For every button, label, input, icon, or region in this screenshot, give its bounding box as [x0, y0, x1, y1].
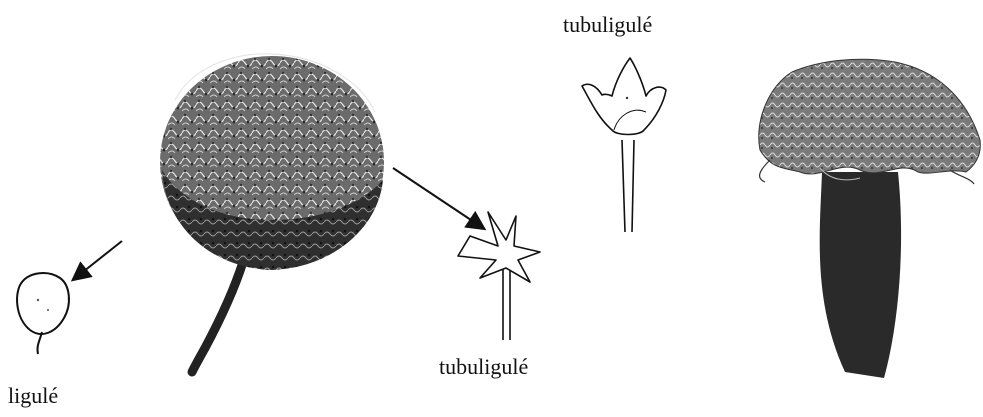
arrow-to-ligule — [74, 241, 122, 279]
flower-head — [160, 54, 384, 372]
tubuliflore-floret-bottom — [458, 212, 540, 340]
ligule-label: ligulé — [8, 383, 58, 409]
arrow-to-tubuliflore — [393, 168, 483, 228]
flower-cross-section — [759, 59, 981, 378]
tubuliflore-label-top: tubuligulé — [563, 12, 652, 38]
tubuliflore-floret-top — [582, 58, 666, 232]
ligule-floret — [17, 273, 69, 354]
tubuliflore-label-bottom: tubuligulé — [439, 354, 528, 380]
